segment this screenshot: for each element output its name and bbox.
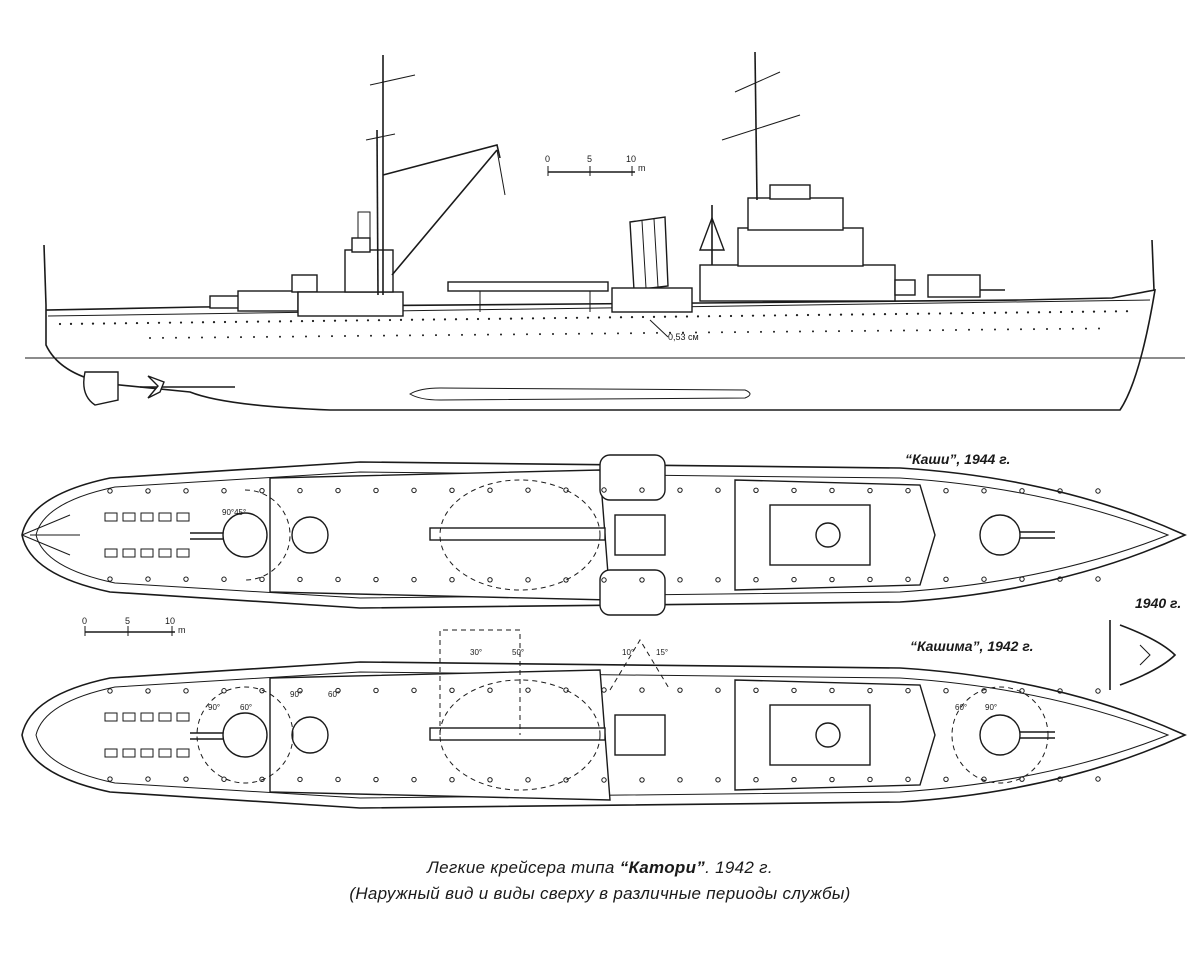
deck-line — [47, 299, 1151, 317]
catapult — [447, 281, 609, 292]
bridge-upper — [747, 197, 844, 231]
kashima-aft-firing-arc — [196, 686, 294, 784]
angle-kashima-90a: 90° — [208, 703, 221, 712]
aircraft-crane — [382, 144, 501, 276]
kashii-forward-turret — [979, 514, 1021, 556]
caption-line-2: (Наружный вид и виды сверху в различные … — [349, 884, 851, 903]
forward-twin-turret — [927, 274, 981, 298]
kashima-forward-firing-arc — [951, 686, 1049, 784]
kashima-catapult-arc — [439, 629, 521, 735]
portholes — [58, 310, 1129, 339]
label-kashima: “Кашима”, 1942 г. — [910, 638, 1034, 654]
funnel-base-deckhouse — [611, 287, 693, 313]
angle-kashima-30: 30° — [470, 648, 483, 657]
angle-kashima-90c: 90° — [985, 703, 998, 712]
caption-ship-class: “Катори” — [619, 858, 706, 877]
hull-outline — [45, 289, 1156, 411]
rangefinder — [769, 184, 811, 200]
angle-kashima-15: 15° — [656, 648, 669, 657]
angle-kashima-90b: 90° — [290, 690, 303, 699]
scale-mid-tick-10: 10 — [165, 616, 176, 626]
angle-kashima-60a: 60° — [240, 703, 253, 712]
caption-year: . 1942 г. — [705, 858, 773, 877]
inset-1940-bow — [1109, 620, 1177, 690]
kashima-catapult — [429, 727, 606, 741]
stern-flagstaff — [43, 244, 47, 306]
scale-top-tick-5: 5 — [587, 154, 593, 164]
kashii-firing-arc — [244, 489, 291, 581]
kashima-aft-turret — [222, 712, 268, 758]
kashii-port-sponson — [599, 454, 666, 501]
waterline-label: 0,53 см — [668, 332, 699, 342]
jackstaff — [1151, 239, 1155, 291]
bridge-lower — [737, 227, 864, 267]
scale-top-unit: m — [638, 163, 646, 173]
bilge-keel — [409, 387, 751, 401]
scale-mid-unit: m — [178, 625, 186, 635]
kashima-plan-view — [21, 629, 1187, 809]
scale-mid-tick-0: 0 — [82, 616, 88, 626]
propeller — [147, 375, 165, 399]
kashii-plan-view — [21, 454, 1187, 616]
scale-top-tick-0: 0 — [545, 154, 551, 164]
rudder — [83, 371, 119, 406]
kashima-forward-turret — [979, 714, 1021, 756]
kashii-starboard-sponson — [599, 569, 666, 616]
caption-prefix: Легкие крейсера типа — [427, 858, 620, 877]
angle-kashima-60c: 60° — [955, 703, 968, 712]
angle-kashima-10: 10° — [622, 648, 635, 657]
kashii-hull-outline — [21, 461, 1187, 609]
kashima-funnel — [614, 714, 666, 756]
angle-kashima-60b: 60° — [328, 690, 341, 699]
scale-mid-tick-5: 5 — [125, 616, 131, 626]
kashii-aft-turret — [222, 512, 268, 558]
scale-top-tick-10: 10 — [626, 154, 637, 164]
fore-mast — [754, 51, 758, 201]
funnel — [629, 216, 669, 291]
caption-line-1: Легкие крейсера типа “Катори”. 1942 г. — [0, 858, 1200, 878]
label-1940: 1940 г. — [1135, 595, 1182, 611]
label-kashii: “Каши”, 1944 г. — [905, 451, 1011, 467]
forward-gun-mount — [894, 279, 916, 296]
kashii-catapult — [429, 527, 606, 541]
angle-kashima-50: 50° — [512, 648, 525, 657]
aft-bridge — [344, 249, 394, 293]
angle-kashii-fwd: 90°45° — [222, 508, 247, 517]
kashii-funnel — [614, 514, 666, 556]
kashima-hull-outline — [21, 661, 1187, 809]
kashii-aft-director — [291, 516, 329, 554]
